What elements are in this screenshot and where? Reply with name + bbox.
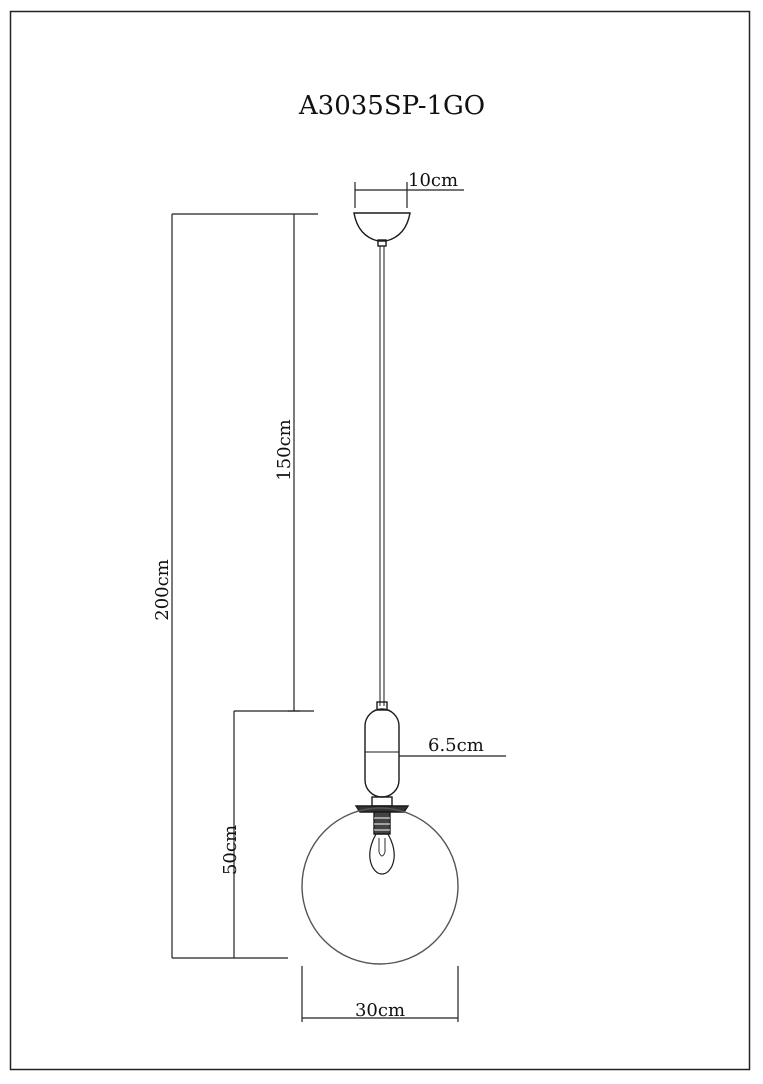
pendant-lamp — [301, 212, 459, 965]
bulb-filament — [378, 838, 386, 857]
cable-connector — [376, 701, 388, 711]
bulb-socket — [373, 811, 391, 835]
total-height-dimension — [171, 213, 318, 959]
model-title: A3035SP-1GO — [298, 91, 485, 121]
shade-height-label: 50cm — [220, 825, 241, 875]
cable-length-label: 150cm — [274, 419, 295, 481]
ceiling-canopy — [353, 212, 411, 242]
lamp-holder-capsule — [364, 708, 400, 798]
glass-globe-shade — [301, 807, 459, 965]
drawing-frame — [9, 10, 751, 1071]
total-height-label: 200cm — [152, 559, 173, 621]
canopy-nipple — [377, 239, 387, 247]
shade-diameter-label: 30cm — [355, 1000, 405, 1021]
holder-neck — [371, 796, 393, 807]
holder-diameter-label: 6.5cm — [428, 735, 484, 756]
canopy-width-label: 10cm — [408, 170, 458, 191]
shade-height-dimension — [233, 710, 300, 958]
shade-diameter-dimension — [301, 966, 459, 1022]
filament-bulb — [369, 833, 395, 875]
canopy-width-dimension — [354, 182, 464, 208]
